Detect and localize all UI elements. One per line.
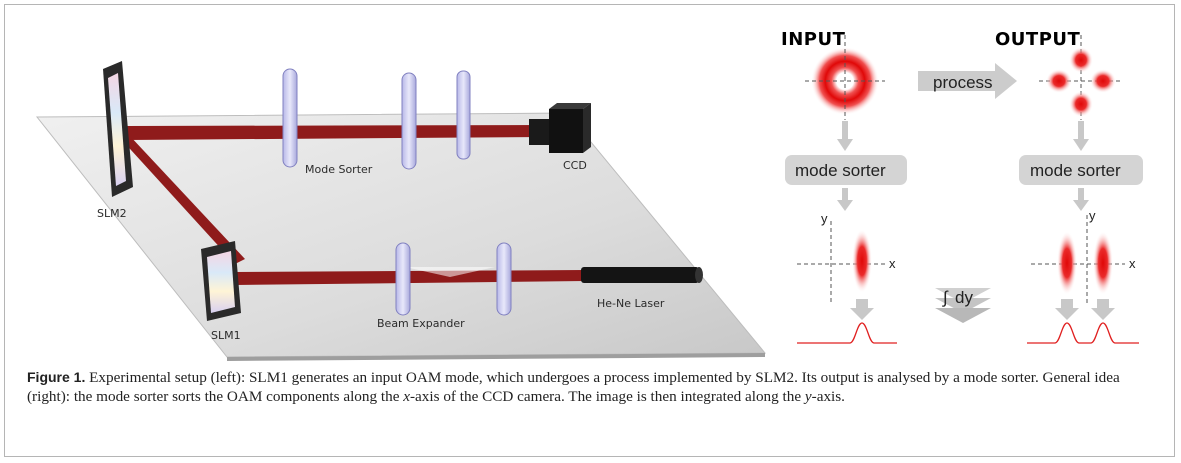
output-lobe [1069, 47, 1093, 73]
slm2-label: SLM2 [97, 207, 127, 220]
sorted-peak-right-b [1093, 231, 1113, 295]
axis-x-right: x [1129, 256, 1136, 271]
mode-sorter-optics [282, 68, 471, 170]
axis-x-left: x [889, 256, 896, 271]
process-arrow: process [918, 63, 1017, 99]
figure-artwork: SLM2 SLM1 Mode Sorter CCD Beam Expander … [35, 29, 1143, 361]
output-lobe [1046, 69, 1072, 93]
beam-focus [405, 267, 495, 277]
sorted-axes-left: y x [797, 211, 896, 305]
ccd-camera [529, 103, 591, 153]
beam-expander-label: Beam Expander [377, 317, 465, 330]
sorter-box-left: mode sorter [785, 155, 907, 185]
axis-y-right: y [1089, 208, 1096, 223]
input-mode [805, 35, 885, 120]
caption-text-2: -axis of the CCD camera. The image is th… [410, 388, 805, 405]
figure-panel: SLM2 SLM1 Mode Sorter CCD Beam Expander … [4, 4, 1175, 457]
optical-table-edge [227, 353, 765, 361]
ccd-label: CCD [563, 159, 587, 172]
concept-diagram: INPUT OUTPUT process [781, 29, 1143, 344]
beam-expander-optics [395, 242, 512, 316]
integrate-arrows [850, 299, 1115, 320]
output-mode [1039, 35, 1121, 120]
slm1-device [201, 241, 241, 321]
sorted-peak-right-a [1057, 231, 1077, 295]
mode-sorter-label: Mode Sorter [305, 163, 373, 176]
sorter-box-right: mode sorter [1019, 155, 1143, 185]
down-arrows-2 [837, 188, 1089, 211]
sorter-box-right-label: mode sorter [1030, 161, 1121, 180]
output-lobe [1069, 91, 1093, 117]
beam-slm2-to-slm1 [120, 135, 245, 264]
process-label: process [933, 73, 993, 92]
figure-caption: Figure 1. Experimental setup (left): SLM… [27, 368, 1157, 406]
axis-y-left: y [821, 211, 828, 226]
slm2-device [103, 61, 133, 197]
sorter-box-left-label: mode sorter [795, 161, 886, 180]
integral-symbol: ∫ [942, 288, 949, 307]
setup-diagram: SLM2 SLM1 Mode Sorter CCD Beam Expander … [35, 61, 767, 361]
sorted-axes-right: y x [1031, 208, 1136, 305]
slm1-label: SLM1 [211, 329, 241, 342]
figure-label: Figure 1. [27, 369, 86, 385]
integrated-curve-right [1027, 322, 1139, 344]
integral-chevron: ∫ dy [935, 288, 991, 323]
caption-text-1: Experimental setup (left): SLM1 generate… [27, 369, 1120, 405]
output-title: OUTPUT [995, 29, 1081, 50]
caption-text-3: -axis. [811, 388, 845, 405]
sorted-peak-left [852, 229, 872, 293]
input-title: INPUT [781, 29, 846, 50]
integrated-curve-left [797, 322, 897, 344]
laser-label: He-Ne Laser [597, 297, 665, 310]
output-lobe [1090, 69, 1116, 93]
caption-y-axis: y [804, 388, 812, 405]
caption-x-axis: x [403, 388, 410, 405]
down-arrows-1 [837, 121, 1089, 151]
beam-slm2-to-ccd [123, 125, 545, 140]
he-ne-laser [581, 267, 703, 283]
integral-label: dy [955, 288, 973, 307]
